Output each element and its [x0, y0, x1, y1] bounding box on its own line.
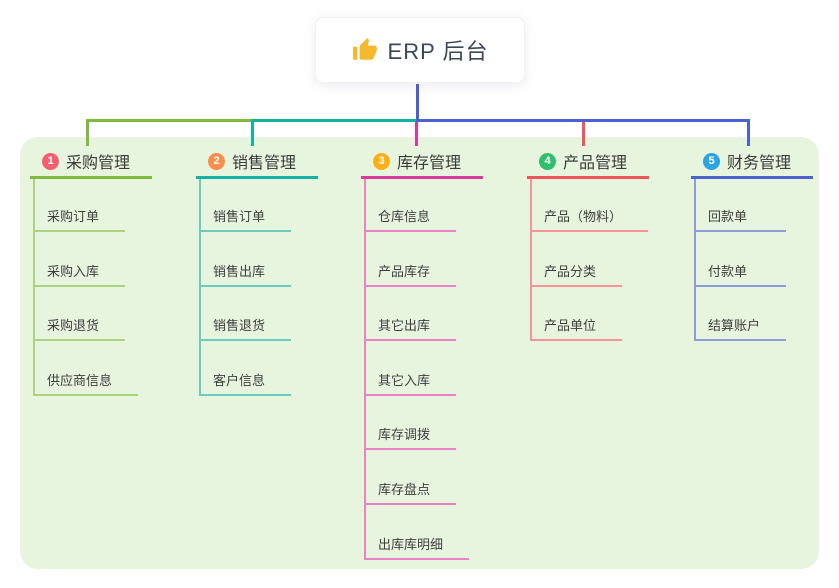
- child-node[interactable]: 出库库明细: [378, 537, 444, 552]
- branch-label-4: 产品管理: [563, 155, 628, 172]
- branch-underline-2: [196, 176, 318, 179]
- thumbs-up-icon: [352, 37, 378, 63]
- child-underline: [364, 448, 456, 450]
- branch-badge-5: 5: [703, 152, 720, 170]
- branch-child-rail-5: [694, 179, 696, 341]
- branch-label-3: 库存管理: [397, 155, 462, 172]
- root-connector-line: [416, 84, 419, 120]
- connector-drop-1: [86, 119, 89, 146]
- branch-badge-3: 3: [373, 152, 390, 170]
- child-underline: [530, 285, 622, 287]
- branch-child-rail-1: [33, 179, 35, 396]
- child-node[interactable]: 结算账户: [708, 318, 761, 333]
- child-underline: [530, 230, 648, 232]
- child-node[interactable]: 供应商信息: [47, 373, 113, 388]
- child-underline: [33, 285, 125, 287]
- child-node[interactable]: 产品分类: [544, 264, 597, 279]
- branch-underline-4: [527, 176, 649, 179]
- branch-underline-5: [691, 176, 813, 179]
- branch-badge-2: 2: [208, 152, 225, 170]
- connector-rail-mid: [251, 119, 417, 122]
- branch-node-3[interactable]: 3 库存管理: [361, 149, 461, 173]
- child-underline: [364, 339, 456, 341]
- child-node[interactable]: 其它入库: [378, 373, 431, 388]
- child-node[interactable]: 销售退货: [213, 318, 266, 333]
- child-underline: [199, 394, 291, 396]
- child-underline: [364, 503, 456, 505]
- branch-label-1: 采购管理: [66, 155, 131, 172]
- child-node[interactable]: 库存盘点: [378, 482, 431, 497]
- child-underline: [33, 339, 125, 341]
- child-node[interactable]: 采购退货: [47, 318, 100, 333]
- child-underline: [364, 285, 456, 287]
- branch-underline-3: [361, 176, 483, 179]
- child-node[interactable]: 产品单位: [544, 318, 597, 333]
- connector-drop-3: [415, 119, 418, 146]
- branch-child-rail-3: [364, 179, 366, 560]
- child-node[interactable]: 仓库信息: [378, 209, 431, 224]
- root-node[interactable]: ERP 后台: [315, 17, 525, 83]
- branch-node-2[interactable]: 2 销售管理: [196, 149, 296, 173]
- child-underline: [530, 339, 622, 341]
- child-underline: [33, 230, 125, 232]
- child-node[interactable]: 采购入库: [47, 264, 100, 279]
- child-node[interactable]: 销售出库: [213, 264, 266, 279]
- mindmap-panel: [20, 137, 819, 569]
- connector-drop-4: [582, 119, 585, 146]
- branch-badge-4: 4: [539, 152, 556, 170]
- branch-badge-1: 1: [42, 152, 59, 170]
- child-node[interactable]: 采购订单: [47, 209, 100, 224]
- branch-node-5[interactable]: 5 财务管理: [691, 149, 791, 173]
- child-node[interactable]: 其它出库: [378, 318, 431, 333]
- child-node[interactable]: 客户信息: [213, 373, 266, 388]
- child-underline: [199, 230, 291, 232]
- branch-child-rail-2: [199, 179, 201, 396]
- child-underline: [694, 285, 786, 287]
- child-node[interactable]: 产品（物料）: [544, 209, 623, 224]
- child-node[interactable]: 销售订单: [213, 209, 266, 224]
- connector-drop-5: [747, 119, 750, 146]
- child-underline: [33, 394, 138, 396]
- child-underline: [364, 394, 456, 396]
- child-underline: [364, 558, 469, 560]
- root-label: ERP 后台: [387, 39, 489, 64]
- child-node[interactable]: 付款单: [708, 264, 748, 279]
- connector-rail-right: [416, 119, 750, 122]
- child-node[interactable]: 回款单: [708, 209, 748, 224]
- child-underline: [694, 339, 786, 341]
- branch-node-1[interactable]: 1 采购管理: [30, 149, 130, 173]
- child-underline: [199, 339, 291, 341]
- child-underline: [364, 230, 456, 232]
- branch-underline-1: [30, 176, 152, 179]
- branch-label-5: 财务管理: [727, 155, 792, 172]
- branch-node-4[interactable]: 4 产品管理: [527, 149, 627, 173]
- connector-rail-left: [86, 119, 254, 122]
- child-node[interactable]: 产品库存: [378, 264, 431, 279]
- branch-child-rail-4: [530, 179, 532, 341]
- connector-drop-2: [251, 119, 254, 146]
- child-node[interactable]: 库存调拨: [378, 427, 431, 442]
- branch-label-2: 销售管理: [232, 155, 297, 172]
- child-underline: [694, 230, 786, 232]
- child-underline: [199, 285, 291, 287]
